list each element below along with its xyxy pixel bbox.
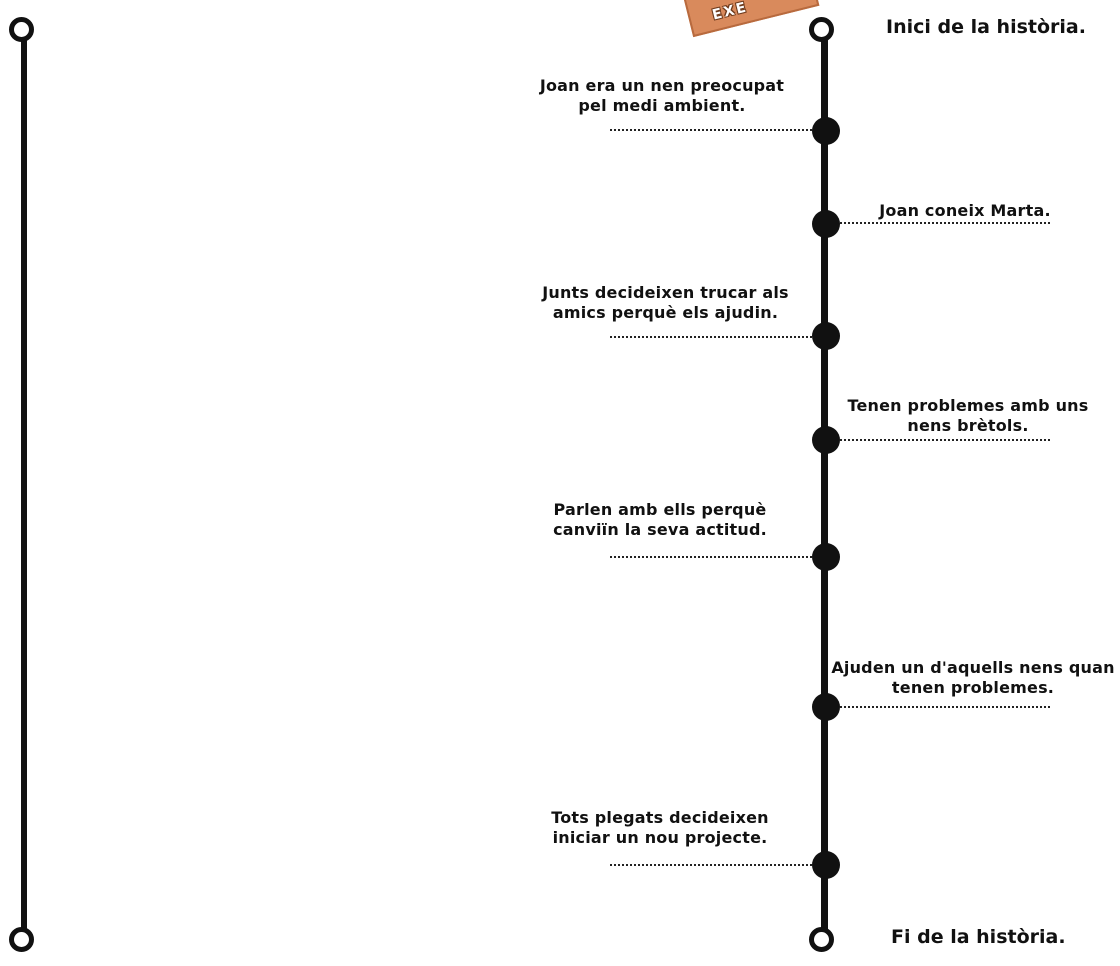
event-label: Joan coneix Marta.: [879, 201, 1051, 220]
right-timeline-line: [821, 32, 828, 934]
event-node: [812, 210, 840, 238]
stamp-text: EXE: [710, 0, 750, 24]
event-leader-line: [610, 129, 812, 131]
start-label: Inici de la història.: [886, 16, 1086, 38]
right-timeline-start-node: [809, 17, 834, 42]
event-leader-line: [610, 336, 812, 338]
stamp-badge: EXE: [682, 0, 820, 38]
event-label: Junts decideixen trucar als amics perquè…: [542, 283, 789, 322]
event-node: [812, 851, 840, 879]
right-timeline-end-node: [809, 927, 834, 952]
left-timeline-line: [21, 32, 27, 934]
end-label: Fi de la història.: [891, 926, 1066, 948]
event-label: Parlen amb ells perquè canviïn la seva a…: [553, 500, 767, 539]
event-label: Tots plegats decideixen iniciar un nou p…: [551, 808, 769, 847]
event-label: Tenen problemes amb uns nens brètols.: [847, 396, 1089, 435]
event-node: [812, 322, 840, 350]
event-label: Joan era un nen preocupat pel medi ambie…: [539, 76, 785, 115]
event-node: [812, 426, 840, 454]
event-leader-line: [840, 439, 1050, 441]
event-leader-line: [610, 556, 812, 558]
left-timeline-start-node: [9, 17, 34, 42]
event-node: [812, 693, 840, 721]
left-timeline-end-node: [9, 927, 34, 952]
event-label: Ajuden un d'aquells nens quan tenen prob…: [831, 658, 1115, 697]
event-leader-line: [840, 222, 1050, 224]
event-node: [812, 117, 840, 145]
event-node: [812, 543, 840, 571]
event-leader-line: [610, 864, 812, 866]
event-leader-line: [840, 706, 1050, 708]
